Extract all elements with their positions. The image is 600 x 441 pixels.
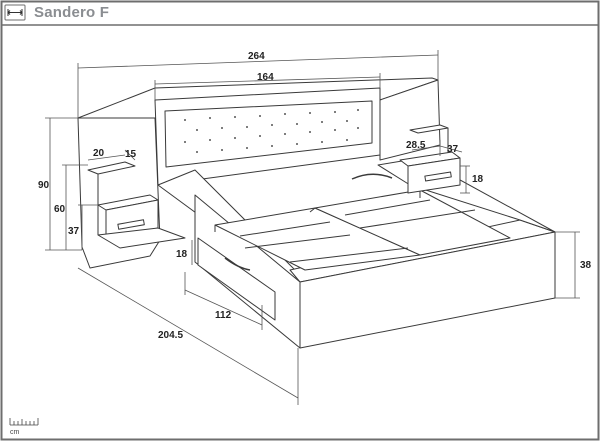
dim-total-width: 264 xyxy=(248,51,265,62)
dim-headboard-width: 164 xyxy=(257,72,274,83)
storage-box-right xyxy=(314,189,511,256)
dimension-lines xyxy=(45,50,580,405)
dim-total-height: 90 xyxy=(38,180,50,191)
dim-drawer-depth: 112 xyxy=(215,310,232,321)
left-nightstand-handle xyxy=(117,219,145,230)
dimension-labels: 264 164 90 60 37 20 15 18 112 204.5 28.5… xyxy=(38,51,592,341)
lift-handle xyxy=(351,173,393,180)
scale-ruler xyxy=(9,418,39,426)
dim-bed-length: 204.5 xyxy=(158,330,183,341)
dim-bed-frame-height: 38 xyxy=(580,260,592,271)
headboard-pad xyxy=(164,100,373,168)
tufting-dots xyxy=(184,109,359,153)
right-nightstand-handle xyxy=(424,171,452,182)
dim-nightstand-top-height: 60 xyxy=(54,204,66,215)
dim-nightstand-drawer-height-right: 18 xyxy=(472,174,484,185)
dim-nightstand-depth-right: 37 xyxy=(447,144,459,155)
under-bed-drawer xyxy=(197,237,276,321)
left-nightstand-base xyxy=(97,227,186,249)
dim-drawer-height: 18 xyxy=(176,249,188,260)
drawer-handle xyxy=(224,257,251,271)
scale-unit-label: cm xyxy=(10,429,20,436)
dim-shelf-depth-left: 15 xyxy=(125,149,137,160)
bed-drawing xyxy=(77,77,556,349)
dim-shelf-width-left: 20 xyxy=(93,148,105,159)
dim-nightstand-width-right: 28.5 xyxy=(406,140,426,151)
dim-nightstand-bottom-height: 37 xyxy=(68,226,80,237)
left-shelf xyxy=(87,161,136,175)
product-title: Sandero F xyxy=(34,4,110,21)
width-arrows-icon xyxy=(4,4,26,21)
